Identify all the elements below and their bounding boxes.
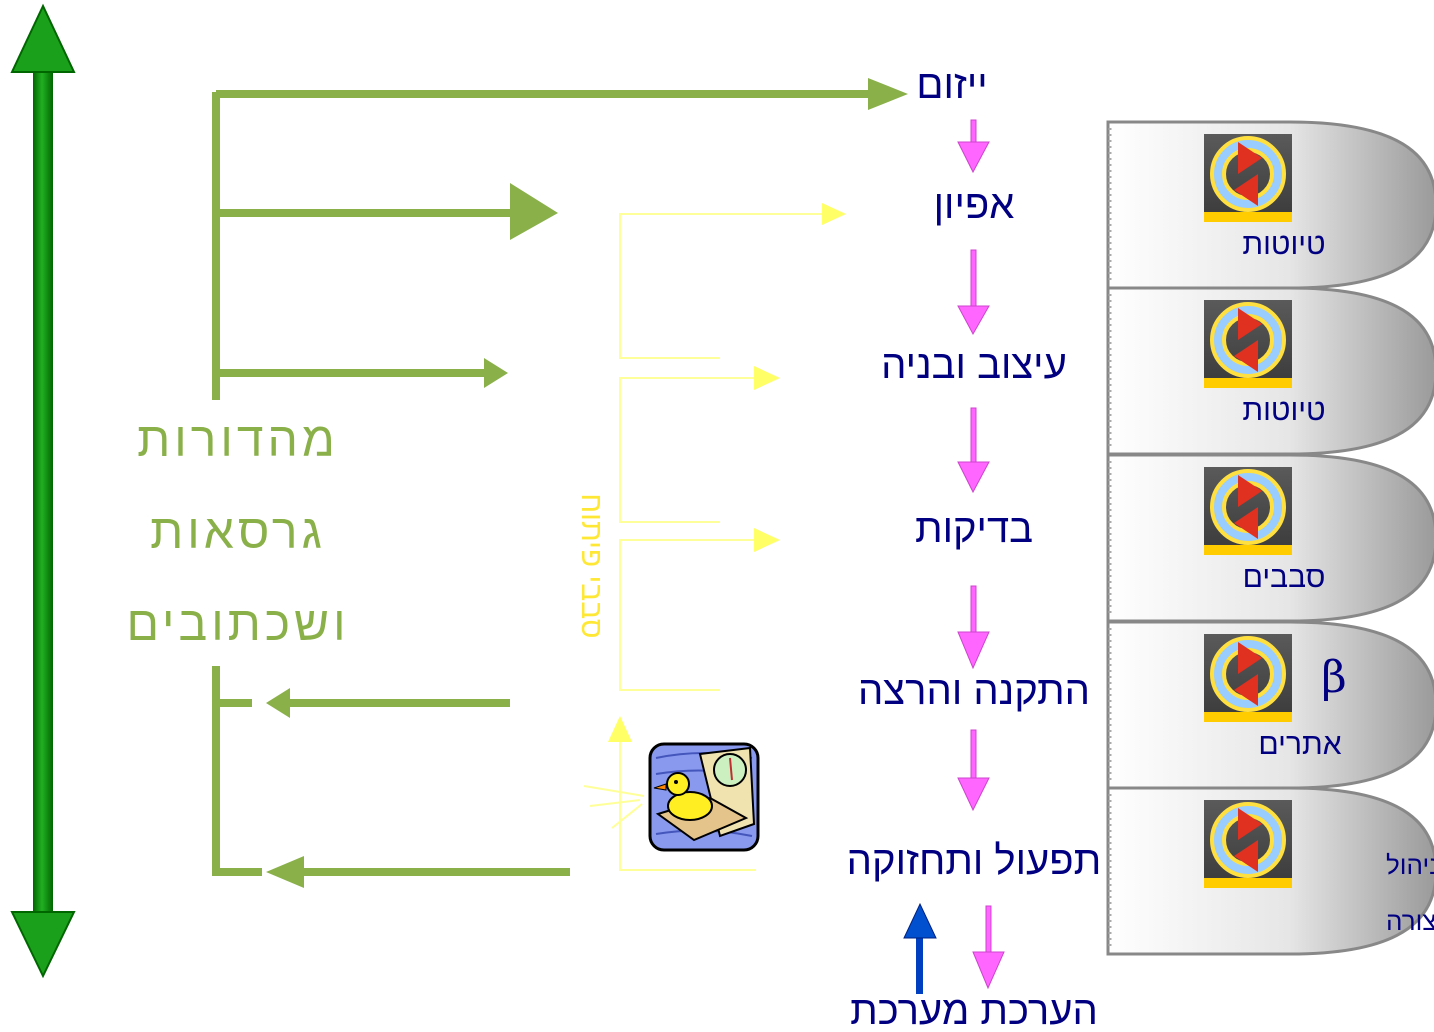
tab-label: אתרים xyxy=(1258,728,1341,761)
artifact-tab-4: אתרים β xyxy=(1106,620,1434,790)
dev-cycles-label: סבבי פיתוח xyxy=(575,493,608,638)
green-label-2: גרסאות xyxy=(150,506,326,559)
artifact-tab-5: ניהול שינויים ותצורה xyxy=(1106,786,1434,956)
time-axis-double-arrow xyxy=(10,3,76,979)
artifact-tab-1: טיוטות xyxy=(1106,120,1434,290)
artifact-tab-3: סבבים xyxy=(1106,453,1434,623)
versions-label-block: מהדורות גרסאות ושכתובים xyxy=(126,414,349,651)
refresh-cycle-icon xyxy=(1204,134,1292,222)
feedback-up-arrow xyxy=(903,902,937,994)
tab-label: סבבים xyxy=(1243,561,1326,594)
green-label-1: מהדורות xyxy=(137,414,339,467)
stage-specification: אפיון xyxy=(934,183,1015,227)
refresh-cycle-icon xyxy=(1204,800,1292,888)
versions-bracket xyxy=(212,78,908,888)
tab-label: טיוטות xyxy=(1242,228,1325,261)
stage-evaluation: הערכת מערכת xyxy=(850,989,1098,1032)
stage-testing: בדיקות xyxy=(915,507,1033,551)
stage-operations: תפעול ותחזוקה xyxy=(847,839,1102,883)
tab-label: ניהול xyxy=(1386,850,1434,880)
refresh-cycle-icon xyxy=(1204,467,1292,555)
stage-install-run: התקנה והרצה xyxy=(858,669,1090,713)
stage-initiation: ייזום xyxy=(916,63,987,107)
refresh-cycle-icon xyxy=(1204,634,1292,722)
tab-label: טיוטות xyxy=(1242,394,1325,427)
refresh-cycle-icon xyxy=(1204,300,1292,388)
stage-design-build: עיצוב ובניה xyxy=(881,343,1067,387)
green-label-3: ושכתובים xyxy=(126,598,349,651)
duck-clipart-icon xyxy=(648,742,760,852)
artifact-tab-2: טיוטות xyxy=(1106,286,1434,456)
beta-symbol: β xyxy=(1321,652,1346,703)
tab-label-secondary: שינויים ותצורה xyxy=(1386,906,1434,936)
flow-arrows xyxy=(957,119,1005,990)
dev-cycles-bracket xyxy=(583,203,846,871)
stages-column: ייזום אפיון עיצוב ובניה בדיקות התקנה והר… xyxy=(847,63,1102,1032)
